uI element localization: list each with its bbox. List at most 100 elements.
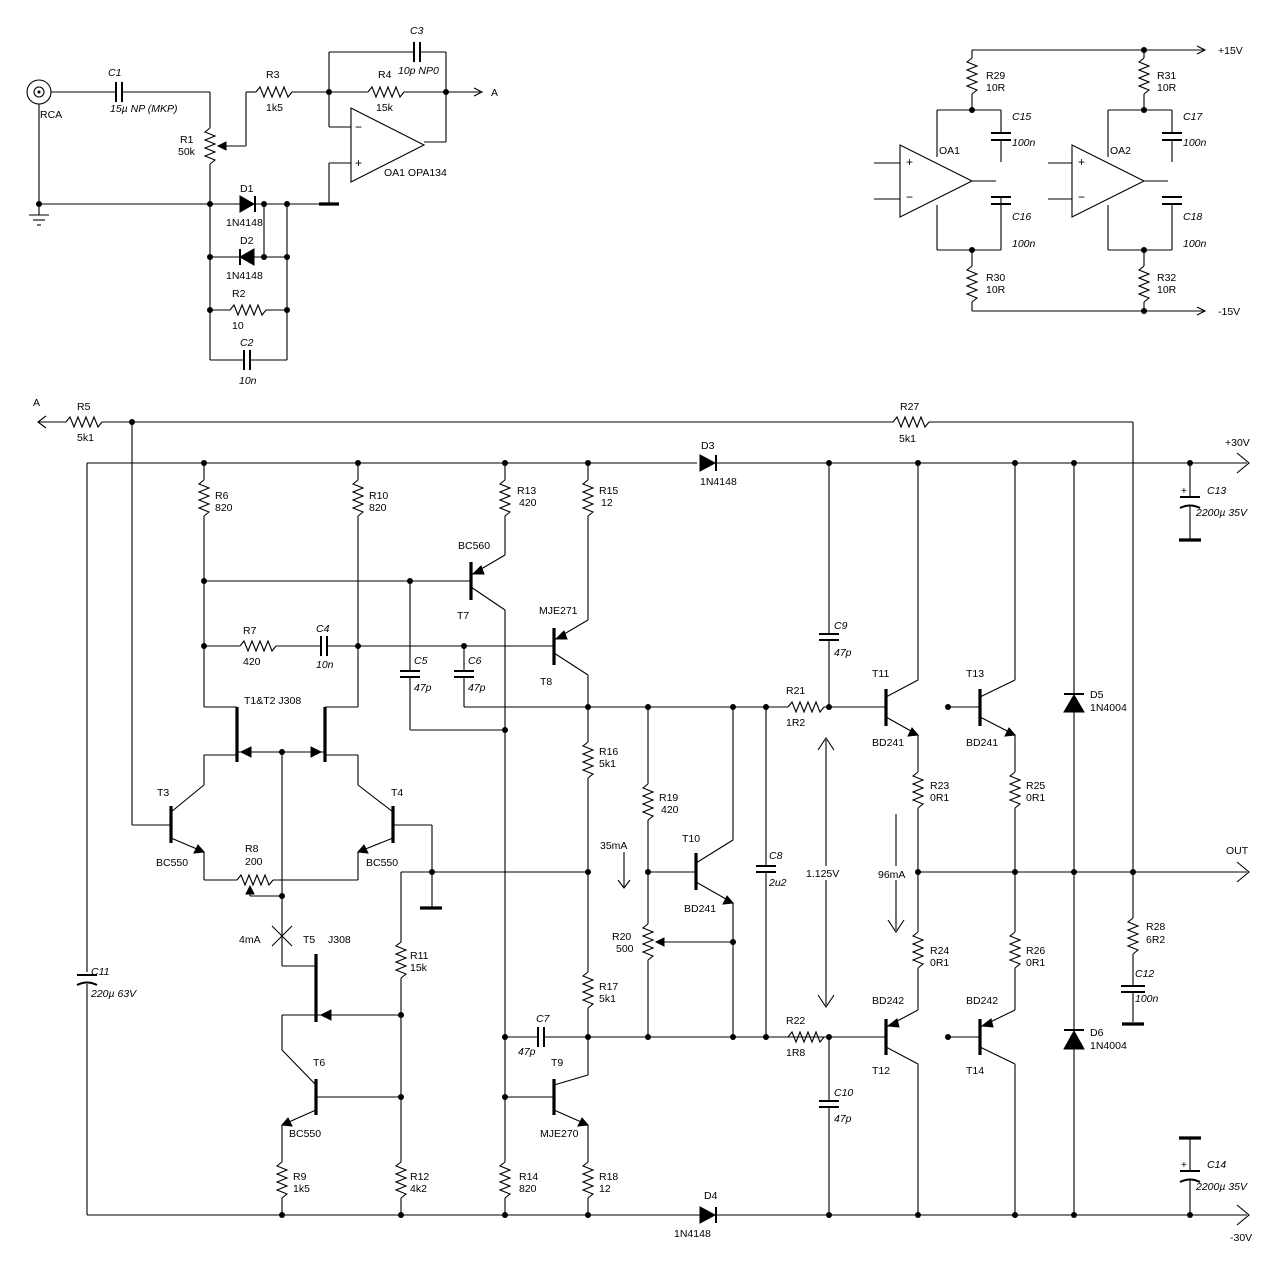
c15-label: C15 xyxy=(1012,111,1031,123)
r28-label: R28 xyxy=(1146,921,1165,933)
d1-value: 1N4148 xyxy=(226,217,263,229)
r25-value: 0R1 xyxy=(1026,792,1045,804)
d2-value: 1N4148 xyxy=(226,270,263,282)
t5-label: T5 xyxy=(303,934,315,946)
input-stage: RCA C1 15µ NP (MKP) R1 50k R3 1k5 R4 15k… xyxy=(26,25,498,387)
r32-value: 10R xyxy=(1157,284,1177,296)
r11-value: 15k xyxy=(410,962,428,974)
t8-value: MJE271 xyxy=(539,605,578,617)
d5-label: D5 xyxy=(1090,689,1104,701)
r25-label: R25 xyxy=(1026,780,1045,792)
r24-value: 0R1 xyxy=(930,957,949,969)
r13-label: R13 xyxy=(517,485,536,497)
t14-value: BD242 xyxy=(966,995,998,1007)
t6-label: T6 xyxy=(313,1057,325,1069)
d6-diode xyxy=(1063,1029,1085,1050)
r22-value: 1R8 xyxy=(786,1047,805,1059)
d3-diode xyxy=(699,454,717,472)
pos15-label: +15V xyxy=(1218,45,1243,57)
svg-text:−: − xyxy=(1078,190,1085,204)
oa1-supply-opamp xyxy=(899,144,974,218)
opamp-supply: +15V -15V R29 10R C15 100n + − OA1 C16 1… xyxy=(874,45,1243,318)
r1-label: R1 xyxy=(180,134,194,146)
c9-label: C9 xyxy=(834,620,848,632)
svg-text:+: + xyxy=(1181,1160,1187,1171)
t10-value: BD241 xyxy=(684,903,716,915)
t7-label: T7 xyxy=(457,610,469,622)
c7-value: 47p xyxy=(518,1046,536,1058)
d3-label: D3 xyxy=(701,440,715,452)
t5-value: J308 xyxy=(328,934,351,946)
r27-label: R27 xyxy=(900,401,919,413)
c10-label: C10 xyxy=(834,1087,853,1099)
t7-value: BC560 xyxy=(458,540,490,552)
c2-value: 10n xyxy=(239,375,257,387)
r19-value: 420 xyxy=(661,804,679,816)
current-output-label: 96mA xyxy=(878,869,905,881)
r5-label: R5 xyxy=(77,401,91,413)
r23-label: R23 xyxy=(930,780,949,792)
r17-label: R17 xyxy=(599,981,618,993)
d5-value: 1N4004 xyxy=(1090,702,1127,714)
c17-label: C17 xyxy=(1183,111,1203,123)
c9-value: 47p xyxy=(834,647,852,659)
neg15-label: -15V xyxy=(1218,306,1240,318)
voltage-bias-label: 1.125V xyxy=(806,868,839,880)
power-amplifier: A R5 5k1 R27 5k1 D3 1N4148 +30V D4 xyxy=(33,397,1252,1244)
c16-label: C16 xyxy=(1012,211,1031,223)
c8-value: 2u2 xyxy=(768,877,787,889)
c11-value: 220µ 63V xyxy=(90,988,137,1000)
r21-value: 1R2 xyxy=(786,717,805,729)
r20-value: 500 xyxy=(616,943,634,955)
r6-label: R6 xyxy=(215,490,229,502)
r14-value: 820 xyxy=(519,1183,537,1195)
c16-value: 100n xyxy=(1012,238,1036,250)
r29-value: 10R xyxy=(986,82,1006,94)
r21-label: R21 xyxy=(786,685,805,697)
r9-value: 1k5 xyxy=(293,1183,310,1195)
r22-label: R22 xyxy=(786,1015,805,1027)
t13-label: T13 xyxy=(966,668,984,680)
c18-label: C18 xyxy=(1183,211,1202,223)
current-vas-label: 35mA xyxy=(600,840,627,852)
c6-label: C6 xyxy=(468,655,482,667)
r23-value: 0R1 xyxy=(930,792,949,804)
d6-value: 1N4004 xyxy=(1090,1040,1127,1052)
r2-value: 10 xyxy=(232,320,244,332)
d4-label: D4 xyxy=(704,1190,718,1202)
d3-value: 1N4148 xyxy=(700,476,737,488)
out-label: OUT xyxy=(1226,845,1249,857)
t11-value: BD241 xyxy=(872,737,904,749)
neg30-label: -30V xyxy=(1230,1232,1252,1244)
c18-value: 100n xyxy=(1183,238,1207,250)
c11-label: C11 xyxy=(91,966,109,978)
c3-value: 10p NP0 xyxy=(398,65,439,77)
r8-value: 200 xyxy=(245,856,263,868)
c17-value: 100n xyxy=(1183,137,1207,149)
c1-value: 15µ NP (MKP) xyxy=(110,103,178,115)
current-input-label: 4mA xyxy=(239,934,261,946)
r15-label: R15 xyxy=(599,485,618,497)
c14-label: C14 xyxy=(1207,1159,1226,1171)
c1-label: C1 xyxy=(108,67,121,79)
c12-value: 100n xyxy=(1135,993,1159,1005)
r12-label: R12 xyxy=(410,1171,429,1183)
r7-value: 420 xyxy=(243,656,261,668)
t13-value: BD241 xyxy=(966,737,998,749)
r29-label: R29 xyxy=(986,70,1005,82)
oa2-supply-label: OA2 xyxy=(1110,145,1131,157)
t3-value: BC550 xyxy=(156,857,188,869)
d2-label: D2 xyxy=(240,235,254,247)
r3-label: R3 xyxy=(266,69,280,81)
d4-value: 1N4148 xyxy=(674,1228,711,1240)
r31-label: R31 xyxy=(1157,70,1176,82)
t12-value: BD242 xyxy=(872,995,904,1007)
t6-value: BC550 xyxy=(289,1128,321,1140)
d2-diode xyxy=(238,248,255,266)
c5-label: C5 xyxy=(414,655,428,667)
rca-label: RCA xyxy=(40,109,62,121)
r16-value: 5k1 xyxy=(599,758,616,770)
c10-value: 47p xyxy=(834,1113,852,1125)
r5-value: 5k1 xyxy=(77,432,94,444)
